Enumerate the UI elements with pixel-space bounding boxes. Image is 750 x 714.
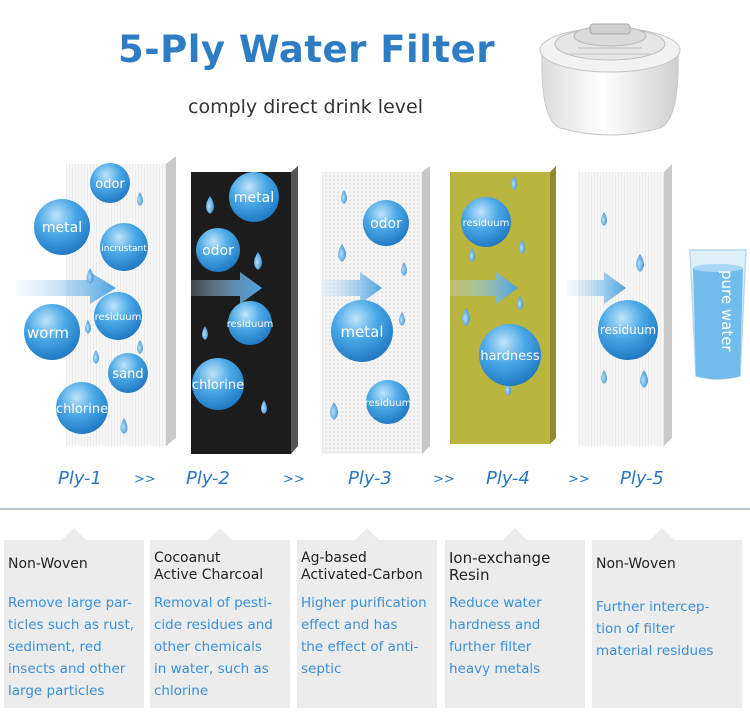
bubble-label: worm [27, 324, 69, 342]
page-subtitle: comply direct drink level [188, 96, 423, 118]
ply-separator: >> [283, 472, 305, 487]
bubble-sand: sand [108, 353, 148, 393]
bubble-metal: metal [34, 199, 90, 255]
card-heading: Non-Woven [8, 556, 88, 572]
ply-separator: >> [568, 472, 590, 487]
bubble-label: residuum [463, 218, 510, 229]
glass-label: pure water [718, 270, 736, 352]
layer-2-bubbles: metal odor residuum chlorine [192, 172, 279, 410]
card-description: Remove large par- ticles such as rust, s… [8, 595, 135, 699]
bubble-odor: odor [90, 163, 130, 203]
bubble-residuum: residuum [598, 300, 658, 360]
ply-3-label: Ply-3 [348, 468, 392, 489]
bubble-label: metal [234, 190, 274, 206]
ply-separator: >> [433, 472, 455, 487]
card-heading: Ion-exchange Resin [449, 549, 551, 584]
flow-arrows [16, 272, 626, 304]
card-description: Removal of pesti- cide residues and othe… [154, 595, 273, 699]
card-ply-5: Non-Woven Further intercep- tion of filt… [592, 528, 742, 708]
bubble-label: odor [95, 177, 125, 192]
bubble-metal: metal [229, 172, 279, 222]
bubble-residuum: residuum [461, 197, 511, 247]
bubble-label: residuum [227, 319, 274, 330]
card-description: Further intercep- tion of filter materia… [596, 599, 714, 659]
bubble-label: incrustant [101, 244, 147, 254]
bubble-label: residuum [95, 312, 142, 323]
filter-cartridge-image [539, 23, 681, 136]
bubble-label: residuum [600, 323, 656, 337]
card-ply-3: Ag-based Activated-Carbon Higher purific… [297, 528, 437, 708]
layer-4-bubbles: residuum hardness [461, 197, 541, 386]
card-heading: Cocoanut Active Charcoal [154, 550, 264, 583]
bubble-label: odor [370, 216, 402, 232]
layer-5-bubbles: residuum [598, 300, 658, 360]
bubble-odor: odor [363, 200, 409, 246]
page-title: 5-Ply Water Filter [118, 28, 495, 71]
card-ply-4: Ion-exchange Resin Reduce water hardness… [445, 528, 585, 708]
bubble-label: chlorine [192, 378, 244, 393]
bubble-label: sand [112, 367, 143, 382]
ply-2-label: Ply-2 [186, 468, 230, 489]
card-description: Reduce water hardness and further filter… [449, 595, 542, 677]
bubble-residuum: residuum [227, 301, 274, 345]
bubble-residuum: residuum [365, 380, 412, 424]
bubble-metal: metal [331, 300, 393, 362]
bubble-label: chlorine [56, 402, 108, 417]
ply-separator: >> [134, 472, 156, 487]
layer-1-bubbles: odor metal incrustant residuum worm sand… [24, 163, 148, 434]
card-ply-2: Cocoanut Active Charcoal Removal of pest… [150, 528, 290, 708]
bubble-label: odor [202, 243, 234, 259]
layer-3-bubbles: odor metal residuum [331, 200, 411, 424]
bubble-incrustant: incrustant [100, 223, 148, 271]
card-heading: Non-Woven [596, 556, 676, 572]
bubble-label: metal [42, 220, 82, 236]
bubble-label: residuum [365, 398, 412, 409]
ply-4-label: Ply-4 [486, 468, 530, 489]
bubble-label: hardness [480, 349, 540, 364]
water-glass: pure water [689, 249, 747, 380]
card-heading: Ag-based Activated-Carbon [301, 550, 423, 583]
bubble-worm: worm [24, 304, 80, 360]
card-ply-1: Non-Woven Remove large par- ticles such … [4, 528, 144, 708]
bubble-residuum: residuum [94, 292, 142, 340]
bubble-hardness: hardness [479, 324, 541, 386]
filter-layers-diagram: odor metal incrustant residuum worm sand… [16, 156, 747, 454]
section-divider [0, 508, 750, 510]
bubble-chlorine: chlorine [56, 382, 108, 434]
ply-5-label: Ply-5 [620, 468, 664, 489]
bubble-odor: odor [196, 228, 240, 272]
ply-1-label: Ply-1 [58, 468, 102, 489]
card-description: Higher purification effect and has the e… [301, 595, 427, 677]
bubble-label: metal [340, 323, 383, 341]
bubble-chlorine: chlorine [192, 358, 244, 410]
